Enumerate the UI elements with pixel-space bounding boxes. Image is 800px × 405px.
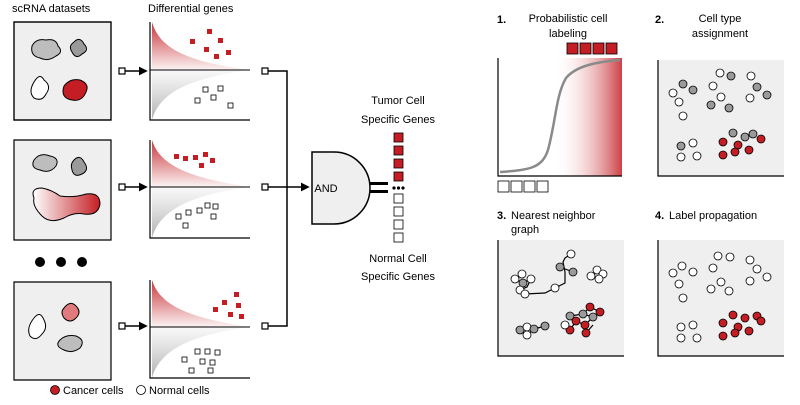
ellipsis-dot-1 bbox=[35, 257, 45, 267]
gene-output-wires bbox=[261, 67, 310, 330]
tumor-genes-label-line1: Tumor Cell bbox=[371, 95, 424, 107]
normal-genes-label-line1: Normal Cell bbox=[369, 253, 426, 265]
legend-normal-label: Normal cells bbox=[149, 385, 210, 397]
step-1-title-line1: Probabilistic cell bbox=[529, 13, 608, 25]
step-2-number: 2. bbox=[655, 14, 664, 26]
and-gate-label: AND bbox=[314, 183, 337, 195]
legend-cancer-marker bbox=[50, 385, 60, 395]
dataset-connector-2 bbox=[118, 182, 148, 192]
step-4-number: 4. bbox=[655, 210, 664, 222]
step-2-panel bbox=[657, 60, 784, 177]
step-1-title-line2: labeling bbox=[549, 28, 587, 40]
ellipsis-dot-3 bbox=[77, 257, 87, 267]
normal-genes-label-line2: Specific Genes bbox=[361, 271, 435, 283]
and-gate: AND bbox=[311, 151, 371, 225]
step-2-title: 2. Cell type assignment bbox=[655, 13, 748, 40]
gene-panel-2 bbox=[149, 140, 250, 239]
step-4-panel bbox=[657, 240, 784, 357]
gene-signature-column bbox=[392, 132, 405, 243]
step-1-title: 1. Probabilistic cell labeling bbox=[497, 13, 607, 40]
dataset-panel-1 bbox=[13, 21, 112, 121]
gene-panel-3 bbox=[149, 280, 250, 379]
step-2-title-line1: Cell type bbox=[699, 13, 742, 25]
dataset-panel-3 bbox=[13, 281, 112, 381]
equals-bar-bottom bbox=[370, 190, 388, 193]
step-3-panel bbox=[497, 240, 624, 357]
dataset-connector-1 bbox=[118, 66, 148, 76]
step-3-title-line1: Nearest neighbor bbox=[511, 210, 596, 222]
gene-panel-1 bbox=[149, 22, 250, 121]
step-3-title: 3. Nearest neighbor graph bbox=[497, 210, 596, 236]
legend: Cancer cells Normal cells bbox=[50, 385, 210, 397]
step-1-panel bbox=[497, 42, 622, 193]
tumor-genes-label-line2: Specific Genes bbox=[361, 114, 435, 126]
differential-genes-title: Differential genes bbox=[148, 3, 234, 15]
step-1-number: 1. bbox=[497, 14, 506, 26]
datasets-title: scRNA datasets bbox=[12, 3, 91, 15]
legend-cancer-label: Cancer cells bbox=[63, 385, 124, 397]
step-3-number: 3. bbox=[497, 210, 506, 222]
legend-normal-marker bbox=[136, 385, 146, 395]
dataset-panel-2 bbox=[13, 139, 112, 241]
step-3-title-line2: graph bbox=[511, 224, 539, 236]
ellipsis-dot-2 bbox=[56, 257, 66, 267]
step-4-title-line1: Label propagation bbox=[669, 210, 757, 222]
equals-bar-top bbox=[370, 182, 388, 185]
dataset-connector-3 bbox=[118, 321, 148, 331]
step-2-title-line2: assignment bbox=[692, 28, 748, 40]
step-4-title: 4. Label propagation bbox=[655, 210, 757, 222]
